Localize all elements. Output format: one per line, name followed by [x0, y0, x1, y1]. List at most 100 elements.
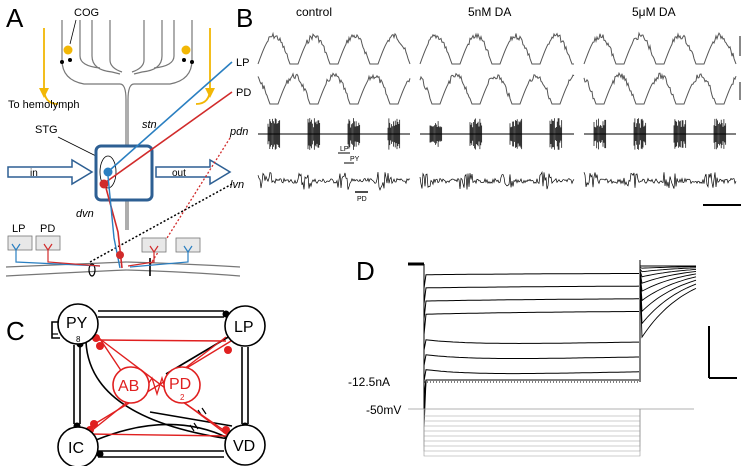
- pd-axon: [105, 91, 233, 183]
- current-sweep: [423, 264, 639, 351]
- panel-d-label: D: [356, 256, 375, 286]
- current-traces: [408, 260, 697, 428]
- neuron-pd-count: 2: [180, 393, 185, 402]
- voltage-step: [423, 409, 641, 447]
- tail-current: [639, 274, 697, 302]
- neuron-ic: [57, 426, 99, 466]
- nerve-tree: [5, 20, 241, 277]
- lp-right-label: LP: [236, 57, 249, 69]
- panel-c: C: [6, 303, 266, 466]
- muscle-lp-right: [129, 237, 201, 268]
- neuron-lp: [224, 305, 266, 347]
- pdn-burst: [347, 118, 361, 150]
- cog-arrow-left: [39, 88, 49, 98]
- neuron-ab-label: AB: [118, 378, 139, 395]
- stg-label: STG: [35, 124, 58, 136]
- lp-axon: [109, 61, 233, 171]
- stn-label: stn: [142, 119, 157, 131]
- pdn-right-label: pdn: [229, 126, 248, 138]
- in-label: in: [30, 168, 38, 179]
- py-marker-label: PY: [350, 156, 360, 163]
- voltage-step: [423, 409, 641, 452]
- current-sweep: [423, 264, 639, 428]
- neuron-vd-label: VD: [233, 438, 255, 455]
- current-sweep: [423, 264, 639, 335]
- current-sweep: [423, 264, 639, 289]
- current-sweep: [423, 264, 640, 304]
- current-sweep: [423, 264, 639, 320]
- cog-neuron-left: [63, 45, 73, 55]
- cog-pointer: [69, 19, 77, 45]
- muscle-lp-label: LP: [12, 223, 25, 235]
- lp-trace-1: [419, 32, 574, 65]
- stg-neuropil: [99, 155, 117, 189]
- pdn-burst: [509, 118, 523, 150]
- condition-5um-da: 5μM DA: [632, 5, 676, 19]
- tail-current: [639, 279, 697, 339]
- tail-current: [639, 266, 696, 269]
- trace-group: [257, 31, 737, 191]
- out-label: out: [172, 168, 186, 179]
- muscle-pd-right: [127, 237, 167, 267]
- neuron-py-label: PY: [66, 315, 88, 332]
- pd-marker-label: PD: [357, 196, 367, 203]
- pd-trace-1: [419, 72, 575, 105]
- panel-b: B control 5nM DA 5μM DA LP PY PD: [236, 3, 741, 206]
- lvn-trace-0: [257, 171, 411, 191]
- lvn-electrode: [88, 263, 96, 277]
- current-label: -12.5nA: [348, 375, 390, 389]
- neuron-pd: [163, 366, 201, 404]
- voltage-step: [423, 409, 641, 437]
- pd-trace-0: [257, 72, 411, 105]
- neuron-ab: [112, 366, 150, 404]
- pd-dvn-marker: [116, 251, 124, 259]
- muscle-pd-left: [35, 235, 101, 267]
- voltage-step: [423, 409, 641, 457]
- pdn-burst: [593, 118, 607, 150]
- lp-marker-label: LP: [340, 146, 349, 153]
- panel-c-label: C: [6, 316, 25, 346]
- out-arrow: [155, 158, 232, 186]
- voltage-label: -50mV: [366, 403, 401, 417]
- pdn-burst: [429, 121, 443, 147]
- pdn-burst: [549, 118, 563, 150]
- pdn-burst: [633, 118, 647, 150]
- neuron-vd: [224, 424, 266, 466]
- cog-arrow-right: [205, 88, 215, 98]
- panel-b-label: B: [236, 3, 253, 33]
- condition-control: control: [296, 5, 332, 19]
- pdn-burst: [713, 118, 727, 150]
- tail-current: [639, 273, 697, 292]
- pdn-burst: [469, 118, 483, 150]
- tail-current: [639, 267, 697, 273]
- neuron-pd-label: PD: [169, 376, 191, 393]
- pdn-burst: [307, 118, 321, 150]
- lvn-recording: [89, 183, 233, 263]
- panel-d: D -12.5nA -50mV: [348, 256, 737, 457]
- pdn-burst: [673, 119, 687, 149]
- pd-trace-2: [583, 71, 737, 105]
- pdn-burst: [387, 118, 401, 150]
- tail-current: [639, 276, 697, 313]
- voltage-step: [423, 409, 641, 432]
- neuron-ic-label: IC: [68, 440, 84, 457]
- muscle-pd-label: PD: [40, 223, 55, 235]
- tail-current: [639, 268, 697, 278]
- neuron-py: [57, 303, 99, 345]
- voltage-step: [423, 409, 641, 417]
- pd-right-label: PD: [236, 87, 251, 99]
- cog-terminals: [60, 58, 194, 64]
- lvn-trace-2: [583, 172, 737, 189]
- cog-label: COG: [74, 7, 99, 19]
- lvn-right-label: lvn: [230, 179, 244, 191]
- voltage-step: [423, 409, 641, 422]
- neuron-py-count: 8: [76, 335, 81, 344]
- tail-current: [639, 270, 697, 284]
- neuron-lp-label: LP: [234, 319, 254, 336]
- panel-a: A COG To hemolymph STG: [5, 3, 251, 277]
- condition-5nm-da: 5nM DA: [468, 5, 511, 19]
- current-sweep: [423, 264, 639, 397]
- current-sweep: [423, 264, 640, 382]
- lp-trace-2: [583, 31, 737, 65]
